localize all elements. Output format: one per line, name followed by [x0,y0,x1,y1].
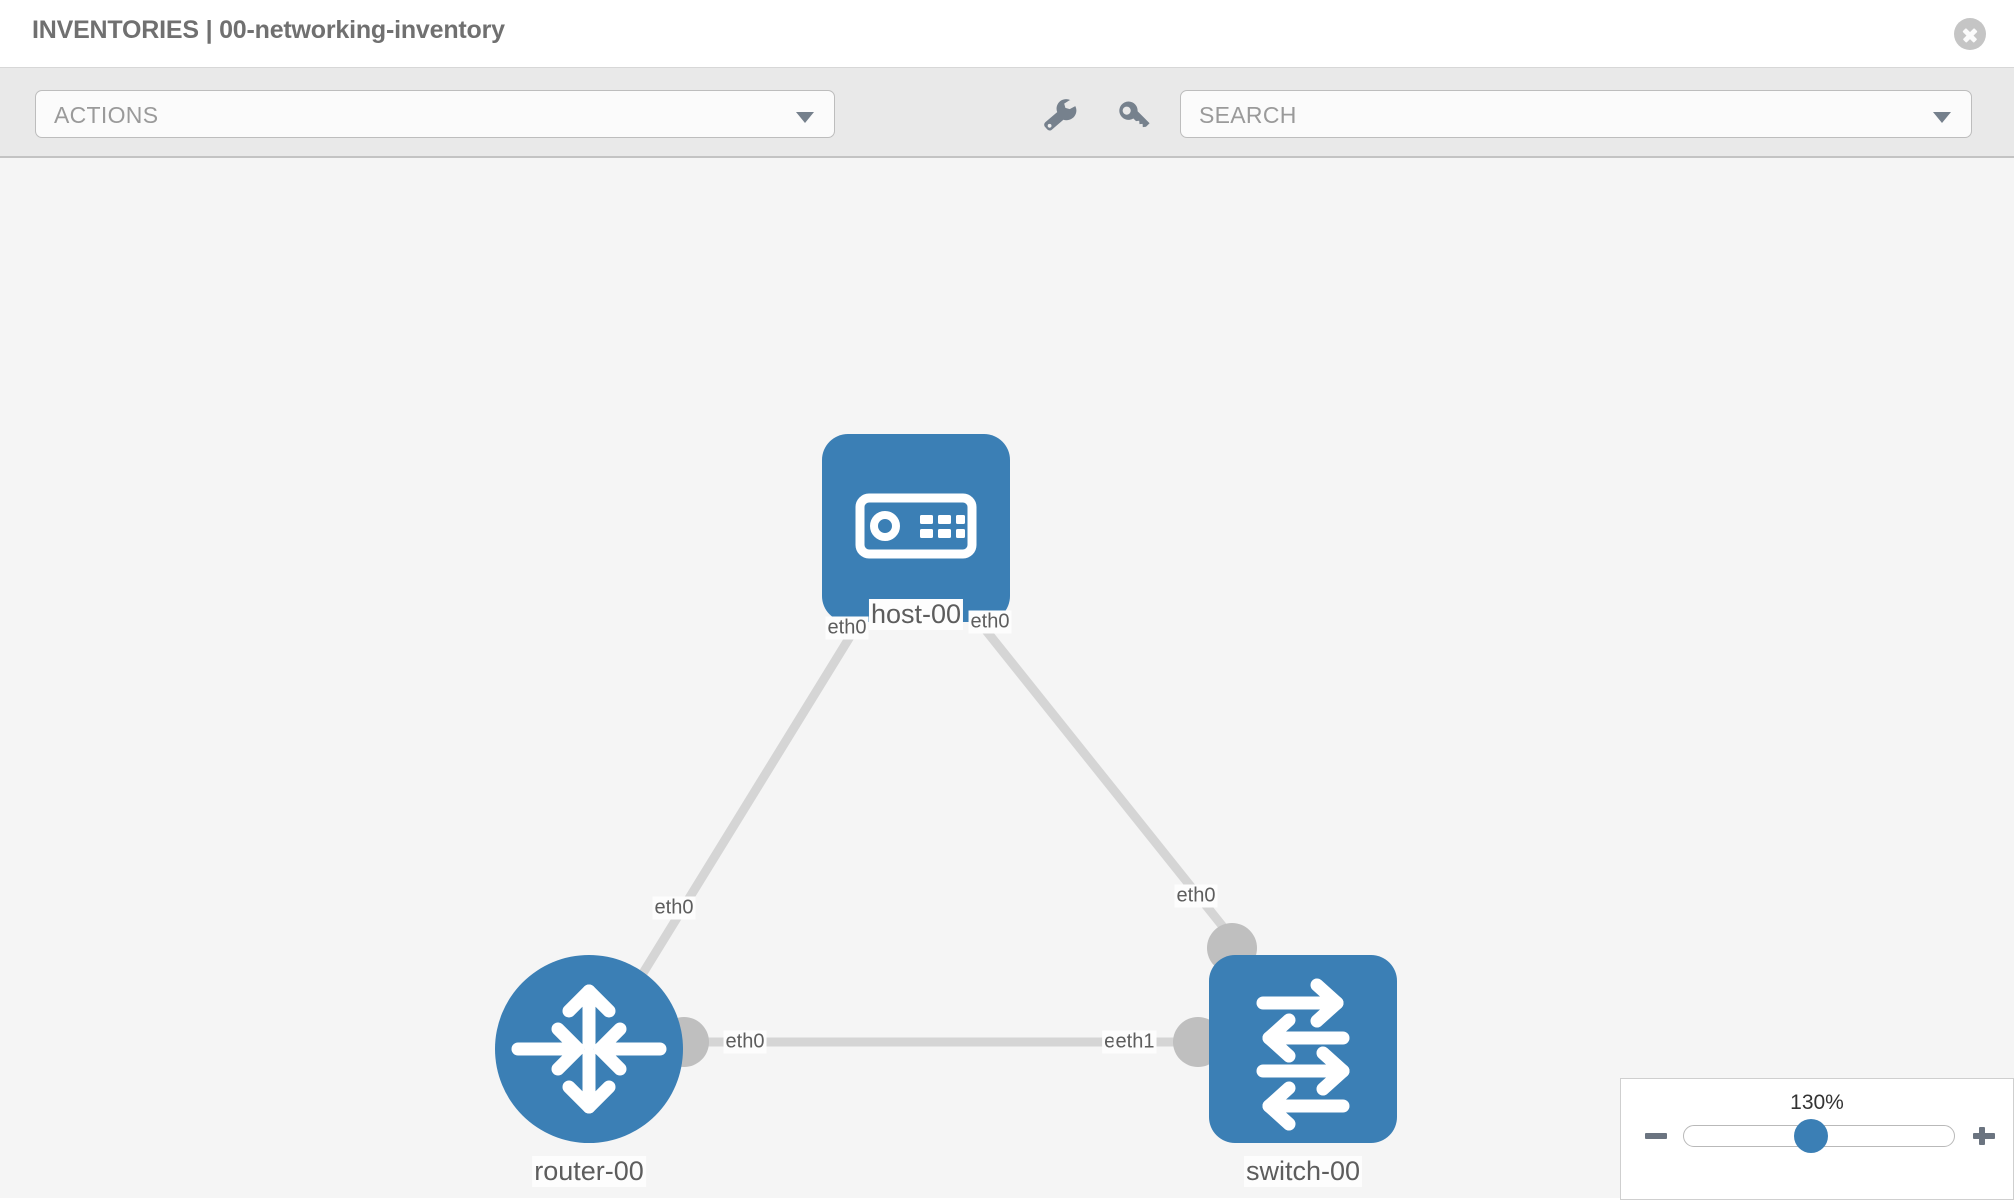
edge-label: eth0 [652,896,696,920]
edge-label: eth0 [968,610,1012,634]
zoom-slider-thumb[interactable] [1794,1119,1828,1153]
server-icon [855,493,977,559]
zoom-control: 130% [1620,1078,2014,1200]
toolbar: ACTIONS SEARCH [0,68,2014,158]
close-icon[interactable] [1954,18,1986,50]
wrench-icon[interactable] [1037,94,1081,136]
node-router-00[interactable] [495,955,683,1143]
zoom-in-button[interactable] [1971,1123,1997,1149]
chevron-down-icon [1933,112,1951,123]
topology-edges [636,585,1252,1047]
key-icon[interactable] [1112,94,1156,136]
edge-host-router [636,585,884,981]
node-host-00[interactable] [822,434,1010,622]
zoom-out-button[interactable] [1643,1123,1669,1149]
node-label-switch: switch-00 [1243,1156,1363,1188]
actions-dropdown[interactable]: ACTIONS [35,90,835,138]
node-label-host: host-00 [868,599,964,631]
topology-graph [495,434,1397,1143]
edge-label: eth0 [1174,884,1218,908]
search-input[interactable]: SEARCH [1180,90,1972,138]
topology-canvas[interactable]: eth0 eth0 eth0 eth0 eth0 eth eth1 host-0… [0,158,2014,1198]
edge-label: eth0 [723,1030,767,1054]
page-header: INVENTORIES | 00-networking-inventory [0,0,2014,68]
topology-connectors [659,565,1257,1067]
node-switch-00[interactable] [1209,955,1397,1143]
edge-label: eth0 [825,616,869,640]
actions-dropdown-label: ACTIONS [54,102,159,128]
chevron-down-icon [796,112,814,123]
page-title: INVENTORIES | 00-networking-inventory [32,16,505,44]
switch-arrows-icon [1256,978,1350,1131]
router-arrows-icon [511,984,667,1114]
node-label-router: router-00 [532,1156,646,1188]
search-placeholder: SEARCH [1199,102,1297,128]
zoom-percent-label: 130% [1790,1091,1844,1114]
edge-label: eth1 [1113,1030,1157,1054]
